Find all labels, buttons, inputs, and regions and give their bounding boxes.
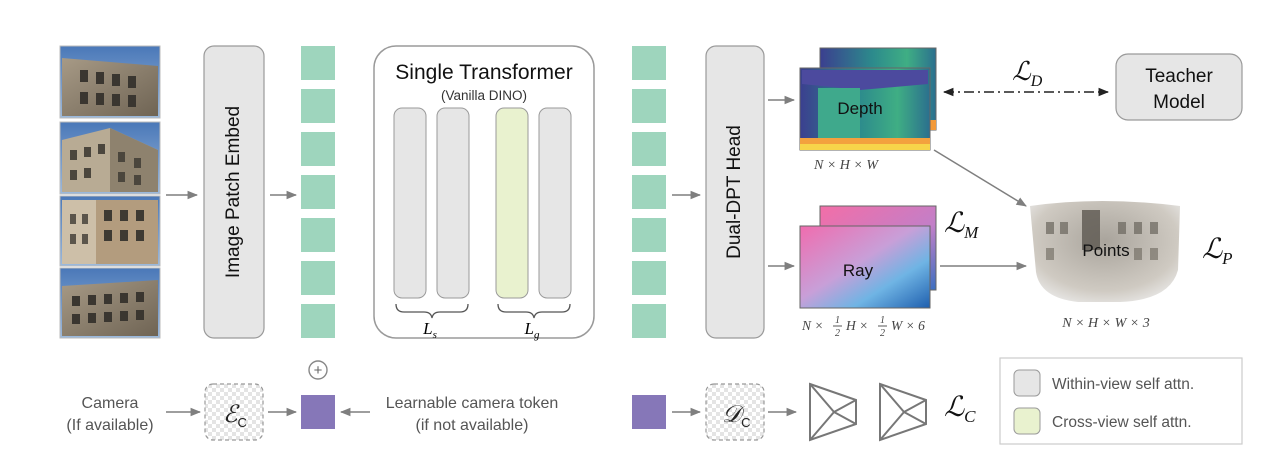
input-images: [59, 45, 161, 339]
image-patch-embed-block: Image Patch Embed: [203, 45, 265, 339]
brace-ls: [395, 303, 469, 319]
image-token: [301, 89, 335, 123]
legend-cross-label: Cross-view self attn.: [1052, 414, 1192, 431]
within-view-layer: [538, 107, 572, 299]
svg-text:1: 1: [835, 315, 840, 326]
teacher-line-1: Teacher: [1145, 66, 1213, 87]
points-output: Points N × H × W × 3: [1030, 201, 1180, 331]
image-token-column-left: [301, 46, 335, 338]
depth-dims: N × H × W: [813, 158, 879, 173]
camera-frustum-icon: [879, 382, 927, 442]
image-token: [301, 175, 335, 209]
points-label: Points: [1082, 241, 1129, 260]
depth-label: Depth: [837, 99, 882, 118]
camera-decoder-block: 𝒟C: [705, 383, 765, 441]
svg-text:N ×: N ×: [801, 318, 824, 333]
transformer-title: Single Transformer: [395, 61, 572, 84]
encoder-symbol: ℰC: [223, 402, 247, 430]
image-token: [632, 304, 666, 338]
svg-text:+: +: [314, 362, 323, 379]
learnable-token-line-1: Learnable camera token: [386, 395, 559, 412]
within-view-layer: [393, 107, 427, 299]
legend-swatch-cross: [1013, 407, 1041, 435]
svg-text:W × 6: W × 6: [891, 318, 925, 333]
points-dims: N × H × W × 3: [1061, 316, 1149, 331]
patch-embed-label: Image Patch Embed: [223, 106, 244, 278]
label-ls: Ls: [422, 319, 437, 341]
image-token: [301, 261, 335, 295]
input-image-4: [59, 267, 161, 339]
svg-text:H ×: H ×: [845, 318, 868, 333]
image-token: [632, 218, 666, 252]
transformer-subtitle: (Vanilla DINO): [441, 88, 527, 103]
loss-d: ℒD: [1012, 57, 1043, 90]
dpt-head-label: Dual-DPT Head: [724, 125, 745, 259]
legend-within-label: Within-view self attn.: [1052, 376, 1194, 393]
camera-input-line-1: Camera: [82, 395, 139, 412]
image-token: [301, 304, 335, 338]
loss-p: ℒP: [1202, 234, 1233, 268]
input-image-3: [59, 195, 161, 267]
image-token: [632, 261, 666, 295]
svg-text:1: 1: [880, 315, 885, 326]
svg-text:2: 2: [880, 328, 885, 339]
camera-frustum-icon: [809, 382, 857, 442]
input-image-2: [59, 121, 161, 195]
legend-swatch-within: [1013, 369, 1041, 397]
camera-token: [301, 395, 335, 429]
learnable-token-line-2: (if not available): [416, 417, 529, 434]
image-token: [632, 89, 666, 123]
loss-c: ℒC: [944, 392, 976, 426]
legend: Within-view self attn. Cross-view self a…: [999, 357, 1243, 445]
arrow-depth-to-points: [933, 149, 1027, 207]
plus-sign: +: [308, 360, 328, 380]
image-token: [632, 132, 666, 166]
teacher-line-2: Model: [1153, 92, 1205, 113]
image-token: [632, 46, 666, 80]
within-view-layer: [436, 107, 470, 299]
camera-token-output: [632, 395, 666, 429]
ray-output: Ray N × 1 2 H × 1 2 W × 6: [799, 205, 937, 339]
brace-lg: [497, 303, 571, 319]
image-token-column-right: [632, 46, 666, 338]
loss-m: ℒM: [944, 208, 979, 242]
image-token: [301, 46, 335, 80]
image-token: [301, 218, 335, 252]
image-token: [632, 175, 666, 209]
image-token: [301, 132, 335, 166]
depth-output: Depth N × H × W: [799, 47, 937, 173]
ray-dims: N × 1 2 H × 1 2 W × 6: [801, 315, 925, 339]
dual-dpt-head-block: Dual-DPT Head: [705, 45, 765, 339]
camera-encoder-block: ℰC: [204, 383, 264, 441]
ray-label: Ray: [843, 261, 874, 280]
cross-view-layer: [495, 107, 529, 299]
teacher-model-block: Teacher Model: [1115, 53, 1243, 121]
camera-input-line-2: (If available): [66, 417, 153, 434]
label-lg: Lg: [524, 319, 540, 341]
input-image-1: [59, 45, 161, 119]
ray-map-front: [799, 225, 931, 309]
svg-text:2: 2: [835, 328, 840, 339]
single-transformer-block: Single Transformer (Vanilla DINO) Ls Lg: [373, 45, 595, 341]
